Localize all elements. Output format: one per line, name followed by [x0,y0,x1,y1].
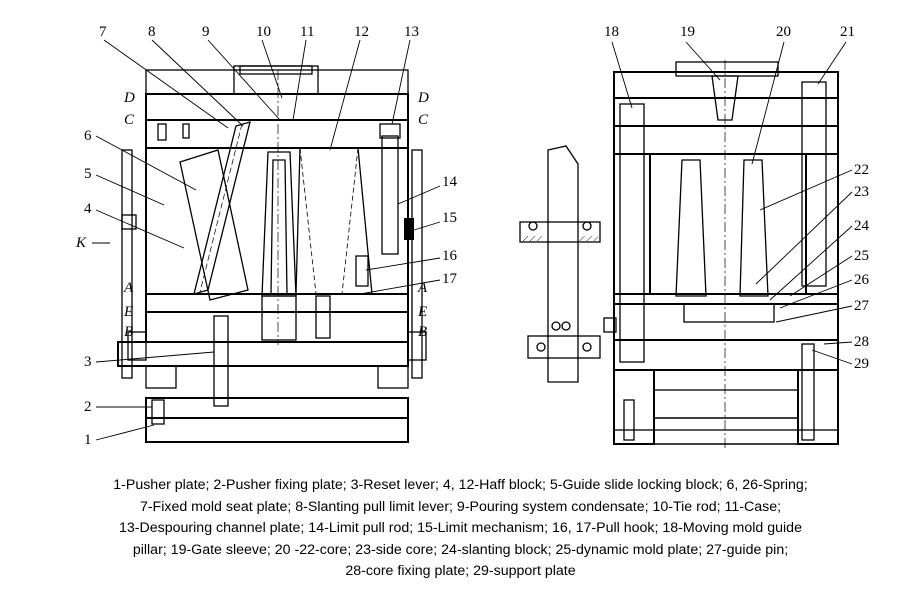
part-number-label: 14 [442,174,458,190]
guide-slide-locking-block [121,149,133,379]
right-plate-2 [613,97,839,127]
dynamic-mold-plate [613,293,839,305]
pusher-plate [145,417,409,443]
caption-line: 28-core fixing plate; 29-support plate [345,563,576,580]
part-number-label: 26 [854,272,870,288]
haff-block-left [179,149,249,301]
support-plate [613,339,839,371]
support-pin [801,343,815,441]
part-number-label: 12 [354,24,369,40]
part-number-label: 5 [84,166,92,182]
part-number-label: 23 [854,184,869,200]
cavity-block [145,147,409,295]
part-number-label: 25 [854,248,869,264]
caption-line: 13-Despouring channel plate; 14-Limit pu… [119,520,802,537]
k-direction-detail [519,145,601,383]
pusher-fixing-plate [145,397,409,419]
part-number-label: 29 [854,356,869,372]
section-letter-label: A [417,280,428,296]
pull-hook [355,255,369,287]
part-number-label: 3 [84,354,92,370]
figure-caption: 1-Pusher plate; 2-Pusher fixing plate; 3… [0,475,921,583]
section-letter-label: C [418,112,429,128]
part-number-label: 16 [442,248,458,264]
part-number-label: 15 [442,210,457,226]
section-letter-label: B [124,324,133,340]
mold-assembly-drawing: 7891011121365432114151617181920212223242… [75,24,870,450]
part-number-label: 21 [840,24,855,40]
part-number-label: 4 [84,201,92,217]
left-section-view [117,65,427,443]
section-letter-label: E [417,304,427,320]
limit-pull-rod [381,135,399,255]
leader-lines [92,39,853,441]
k-view-rod [547,145,579,383]
part-number-label: 17 [442,271,458,287]
section-letter-label: A [123,280,134,296]
slanting-pull-lever [193,121,251,295]
part-number-label: 20 [776,24,791,40]
section-letter-label: E [123,304,133,320]
moving-mold-guide-pillar [619,103,645,363]
section-letter-label: C [124,112,135,128]
haff-block-right [295,147,373,295]
part-number-label: 28 [854,334,869,350]
plate-B [117,341,409,367]
caption-line: pillar; 19-Gate sleeve; 20 -22-core; 23-… [132,541,789,558]
section-letter-label: D [417,90,429,106]
part-number-label: 24 [854,218,870,234]
limit-mechanism [411,149,423,379]
plate-A [145,293,409,313]
reset-lever [213,315,229,407]
part-number-label: 7 [99,24,107,40]
part-number-label: 8 [148,24,156,40]
part-number-label: 1 [84,432,92,448]
section-letter-label: D [123,90,135,106]
part-number-label: 11 [300,24,314,40]
part-number-label: 27 [854,298,870,314]
pouring-condensate [261,151,297,297]
part-number-label: 19 [680,24,695,40]
right-guide-rod [801,81,827,287]
gate-sleeve [711,75,739,121]
part-number-label: 2 [84,399,92,415]
right-section-view [603,60,839,450]
support-block-left [145,365,177,389]
direction-k-label: K [75,235,87,251]
part-number-label: 6 [84,128,92,144]
plate-E [145,311,409,343]
core-left [675,159,707,297]
part-number-label: 10 [256,24,271,40]
core-right [739,159,769,297]
part-number-label: 18 [604,24,619,40]
part-number-label: 13 [404,24,419,40]
part-number-label: 9 [202,24,210,40]
support-block-right [377,365,409,389]
caption-line: 7-Fixed mold seat plate; 8-Slanting pull… [139,498,782,515]
section-letter-label: B [418,324,427,340]
caption-line: 1-Pusher plate; 2-Pusher fixing plate; 3… [113,477,808,493]
part-number-label: 22 [854,162,869,178]
